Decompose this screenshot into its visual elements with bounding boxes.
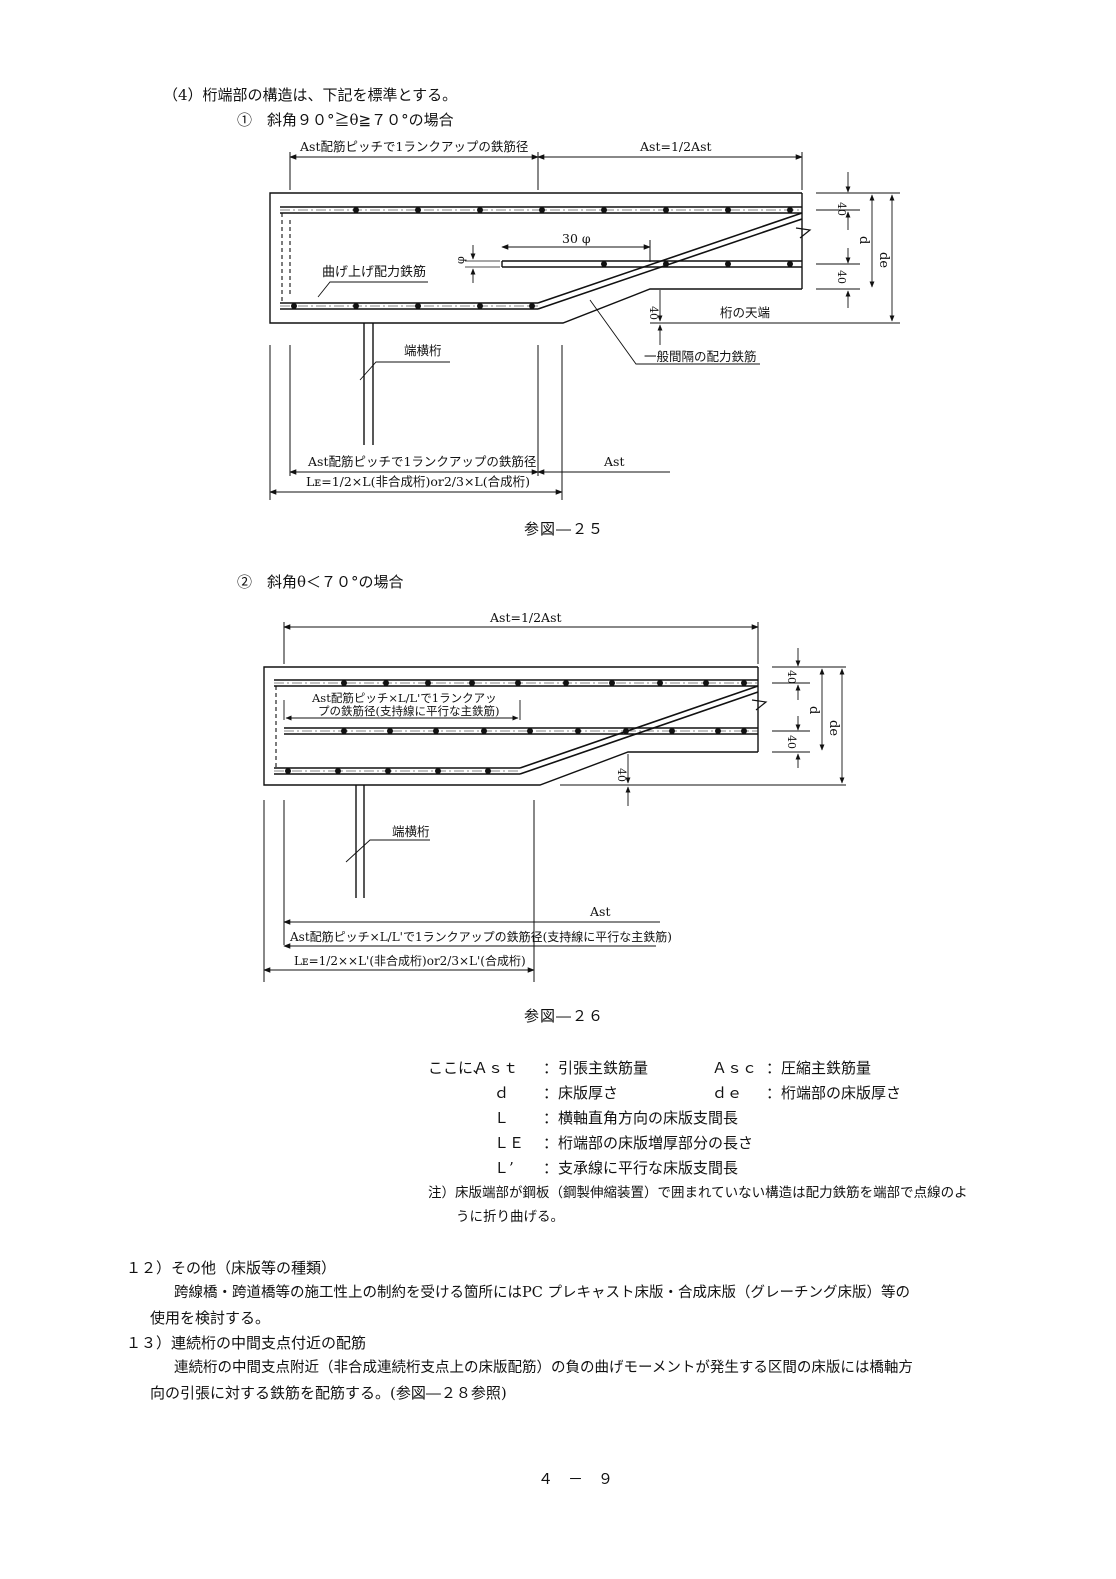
legend-sym: ｄ [494,1084,510,1102]
fig25-bottom-dim: Ast配筋ピッチで1ランクアップの鉄筋径 [307,454,536,469]
legend-note-1: 注）床版端部が鋼板（鋼製伸縮装置）で囲まれていない構造は配力鉄筋を端部で点線のよ [428,1185,968,1201]
legend-note-2: うに折り曲げる。 [456,1209,564,1225]
fig26-cross-beam: 端横桁 [392,824,430,839]
sec13-body-2: 向の引張に対する鉄筋を配筋する。(参図―２８参照) [150,1384,507,1402]
legend-desc: ：桁端部の床版増厚部分の長さ [543,1134,754,1152]
fig26-de: de [826,720,841,736]
fig26-bottom-dim: Ast配筋ピッチ×L/L'で1ランクアップの鉄筋径(支持線に平行な主鉄筋) [289,929,672,944]
legend-sym: Ａｓｃ [712,1059,758,1077]
fig25-dim-40a: 40 [835,202,848,216]
sec13-body-1: 連続桁の中間支点附近（非合成連続桁支点上の床版配筋）の負の曲げモーメントが発生す… [174,1360,913,1376]
fig25-dim-40c: 40 [647,306,660,320]
fig25-de: de [876,252,891,268]
fig25-le-dim: Lᴇ=1/2×L(非合成桁)or2/3×L(合成桁) [306,474,530,489]
fig25-top-left-dim: Ast配筋ピッチで1ランクアップの鉄筋径 [299,139,528,154]
sec12-body-2: 使用を検討する。 [150,1309,271,1327]
legend-sym: ＬＥ [494,1134,525,1152]
fig25-girder-top: 桁の天端 [720,305,770,320]
legend-sym: Ｌ’ [494,1159,514,1177]
fig26-dim-40c: 40 [615,768,628,782]
legend-desc: ：引張主鉄筋量 [543,1059,649,1077]
legend-sym: Ａｓｔ [473,1059,519,1077]
fig26-bottom-ast: Ast [589,904,610,919]
fig25-cross-beam: 端横桁 [404,343,442,358]
fig26-d: d [806,706,821,714]
legend-desc: ：床版厚さ [543,1084,619,1102]
section-heading: （4）桁端部の構造は、下記を標準とする。 [163,86,458,104]
legend-sym: Ｌ [494,1109,510,1127]
legend-desc: ：支承線に平行な床版支間長 [543,1159,739,1177]
legend-desc: ：桁端部の床版厚さ [766,1084,902,1102]
fig25-d: d [856,236,871,244]
fig26-dim-40b: 40 [785,735,798,749]
legend-desc: ：横軸直角方向の床版支間長 [543,1109,739,1127]
case2-heading: ② 斜角θ＜７０°の場合 [237,573,404,591]
fig25-bottom-ast: Ast [603,454,624,469]
fig26-inner-label-2: プの鉄筋径(支持線に平行な主鉄筋) [318,704,499,718]
fig26-slab-outline [263,666,758,786]
fig26-caption: 参図―２６ [524,1007,605,1025]
legend-sym: ｄｅ [712,1084,743,1102]
fig25-general-bar: 一般間隔の配力鉄筋 [644,349,757,364]
fig25-slab-outline [269,192,802,324]
sec12-body-1: 跨線橋・跨道橋等の施工性上の制約を受ける箇所にはPC プレキャスト床版・合成床版… [174,1285,910,1301]
fig25-caption: 参図―２５ [524,520,605,538]
fig25-phi: φ [454,256,467,264]
sec12-title: １２）その他（床版等の種類） [126,1259,337,1277]
sec13-title: １３）連続桁の中間支点付近の配筋 [126,1334,367,1352]
legend-intro: ここに、 [428,1059,488,1077]
fig26-inner-label-1: Ast配筋ピッチ×L/L'で1ランクアッ [311,691,497,705]
fig25-30phi: 30 φ [562,231,591,246]
fig25-bent-label: 曲げ上げ配力鉄筋 [322,264,426,280]
legend-desc: ：圧縮主鉄筋量 [766,1059,872,1077]
fig25-top-right-dim: Ast=1/2Ast [639,139,712,154]
case1-heading: ① 斜角９０°≧θ≧７０°の場合 [237,111,454,129]
fig26-top-dim: Ast=1/2Ast [489,610,562,625]
fig26-le-dim: Lᴇ=1/2××L'(非合成桁)or2/3×L'(合成桁) [294,953,526,968]
fig26-dim-40a: 40 [785,670,798,684]
fig25-dim-40b: 40 [835,270,848,284]
page-number: ４ － ９ [538,1470,614,1488]
